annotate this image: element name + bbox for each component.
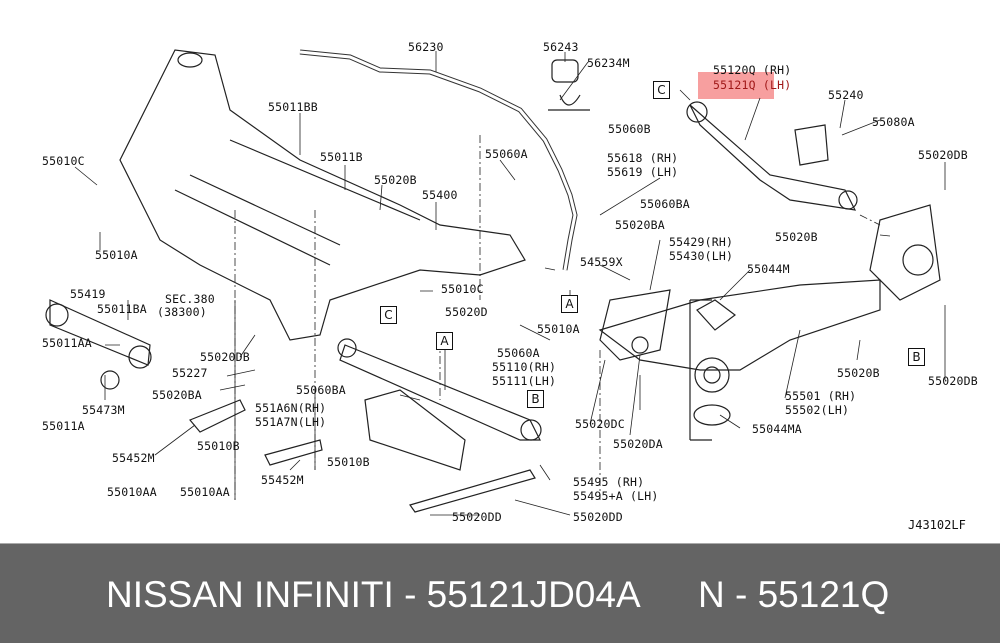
part-label: 551A7N(LH) — [255, 415, 327, 429]
part-label: 55020DB — [200, 350, 250, 364]
part-label: 55502(LH) — [785, 403, 850, 417]
diagram-drawing — [45, 49, 946, 516]
part-label: 551A6N(RH) — [255, 401, 327, 415]
part-label: 55452M — [261, 473, 304, 487]
part-label: 55020BA — [152, 388, 202, 402]
part-label: 55111(LH) — [492, 374, 557, 388]
part-label: 56230 — [408, 40, 444, 54]
ref-box-c: C — [380, 306, 397, 324]
part-label: 55020DB — [928, 374, 978, 388]
lower-arm — [598, 279, 881, 371]
part-label: 55501 (RH) — [785, 389, 857, 403]
drawing-code: J43102LF — [908, 518, 966, 532]
part-label: 55495 (RH) — [573, 475, 645, 489]
part-label: 55020D — [445, 305, 488, 319]
part-label: 55020DB — [918, 148, 968, 162]
part-label: 55010B — [327, 455, 370, 469]
part-number: N - 55121Q — [698, 574, 890, 615]
part-label: 55011B — [320, 150, 363, 164]
part-label: 56234M — [587, 56, 630, 70]
part-label: 55011BA — [97, 302, 147, 316]
part-label: 55020DC — [575, 417, 625, 431]
upper-link-arm — [689, 104, 857, 211]
part-label: 55120Q (RH) — [713, 63, 792, 77]
ref-box-a: A — [561, 295, 578, 313]
part-label: 55060A — [497, 346, 540, 360]
part-label: 55020B — [775, 230, 818, 244]
part-label: 55473M — [82, 403, 125, 417]
part-label: 55010A — [95, 248, 138, 262]
part-label: 55010C — [441, 282, 484, 296]
rear-suspension-diagram: 56230 56243 56234M 55120Q (RH) 55121Q (L… — [42, 40, 978, 532]
part-label: 55452M — [112, 451, 155, 465]
highlight-marker — [698, 72, 774, 99]
part-label: 55044MA — [752, 422, 802, 436]
part-label: 55110(RH) — [492, 360, 557, 374]
part-label: 55060A — [485, 147, 528, 161]
part-label: 55020BA — [615, 218, 665, 232]
part-label: 55240 — [828, 88, 864, 102]
ref-box-b: B — [908, 348, 925, 366]
part-label: 55020DA — [613, 437, 663, 451]
part-label: 54559X — [580, 255, 623, 269]
part-label: 55400 — [422, 188, 458, 202]
ref-box-b: B — [527, 390, 544, 408]
part-label: 55010AA — [107, 485, 157, 499]
part-label: 55010B — [197, 439, 240, 453]
section-ref: SEC.380 — [165, 292, 215, 306]
part-label: 55495+A (LH) — [573, 489, 659, 503]
part-label: 55010A — [537, 322, 580, 336]
part-label: 55011BB — [268, 100, 318, 114]
part-label: 55619 (LH) — [607, 165, 679, 179]
part-label: 55618 (RH) — [607, 151, 679, 165]
part-label: 55020DD — [573, 510, 623, 524]
part-label: 55044M — [747, 262, 790, 276]
part-label: 55060BA — [640, 197, 690, 211]
part-label: 55020B — [837, 366, 880, 380]
part-label: 55020DD — [452, 510, 502, 524]
part-label: 55429(RH) — [669, 235, 734, 249]
highlighted-part-label[interactable]: 55121Q (LH) — [713, 78, 792, 92]
part-label: 55430(LH) — [669, 249, 734, 263]
part-label: 56243 — [543, 40, 579, 54]
part-label: 55060BA — [296, 383, 346, 397]
part-label: 55080A — [872, 115, 915, 129]
part-label: 55419 — [70, 287, 106, 301]
section-ref: (38300) — [157, 305, 207, 319]
part-label: 55010AA — [180, 485, 230, 499]
footer-bar: NISSAN INFINITI - 55121JD04A N - 55121Q — [0, 543, 1000, 643]
ref-box-c: C — [653, 81, 670, 99]
part-label: 55020B — [374, 173, 417, 187]
ref-box-a: A — [436, 332, 453, 350]
part-label: 55227 — [172, 366, 208, 380]
part-label: 55060B — [608, 122, 651, 136]
part-label: 55011A — [42, 419, 85, 433]
catalog-number: NISSAN INFINITI - 55121JD04A — [106, 574, 641, 615]
part-label: 55011AA — [42, 336, 92, 350]
part-label: 55010C — [42, 154, 85, 168]
